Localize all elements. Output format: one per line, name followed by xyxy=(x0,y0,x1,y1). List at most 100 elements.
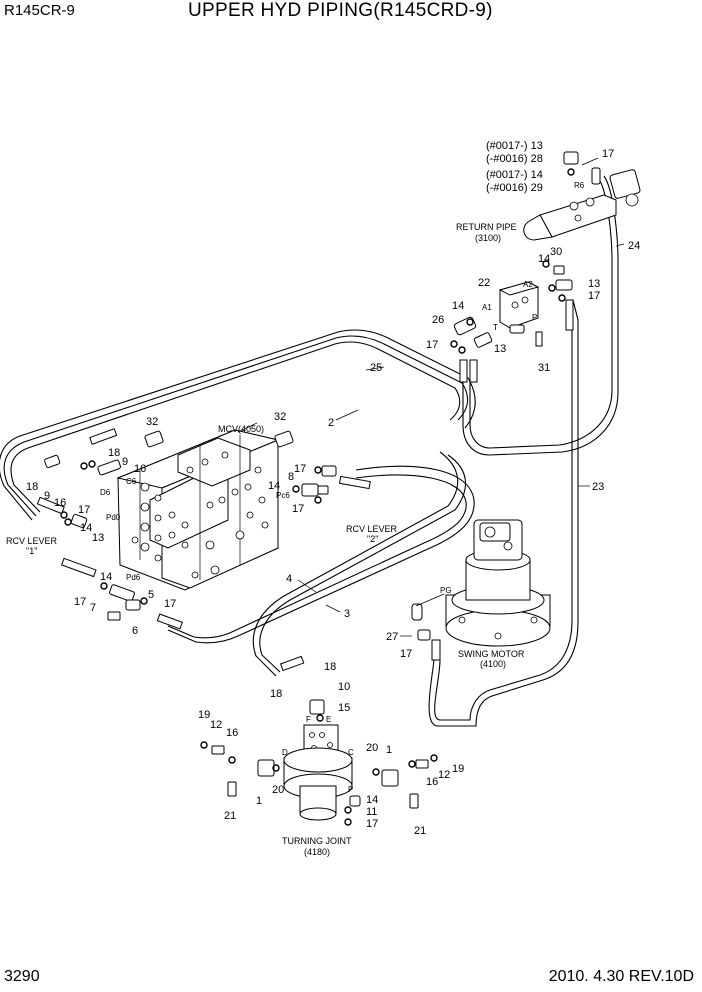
pipe-loop-25-2 xyxy=(0,329,476,521)
callout: 18 xyxy=(108,447,120,459)
callout: 21 xyxy=(224,810,236,822)
callout: 19 xyxy=(452,763,464,775)
revision-date: 2010. 4.30 REV.10D xyxy=(548,968,694,985)
brake-valve-22 xyxy=(450,260,573,354)
pipe-23 xyxy=(428,299,579,727)
callout: 17 xyxy=(74,596,86,608)
return-pipe xyxy=(523,151,641,241)
port-c: C xyxy=(348,748,354,757)
port-pc6: Pc6 xyxy=(276,491,290,500)
port-a2: A2 xyxy=(523,280,533,289)
serial-note-13: (#0017-) 13 xyxy=(486,140,543,152)
callout: 9 xyxy=(122,456,128,468)
hose-segments xyxy=(36,167,601,672)
callout: 16 xyxy=(226,727,238,739)
callout: 17 xyxy=(78,504,90,516)
callout: 32 xyxy=(146,416,158,428)
page-title: UPPER HYD PIPING(R145CRD-9) xyxy=(188,0,493,21)
callout: 2 xyxy=(328,417,334,429)
swing-motor-code: (4100) xyxy=(480,659,506,669)
callout: 27 xyxy=(386,631,398,643)
callout: 17 xyxy=(426,339,438,351)
turning-joint-label: TURNING JOINT xyxy=(282,836,352,846)
callout: 20 xyxy=(366,742,378,754)
callout: 18 xyxy=(324,661,336,673)
callout: 14 xyxy=(366,794,378,806)
port-d6: D6 xyxy=(100,488,111,497)
port-a1: A1 xyxy=(482,303,492,312)
rcv-lever-2-label: RCV LEVER xyxy=(346,524,398,534)
callout: 15 xyxy=(338,702,350,714)
port-pd0: Pd0 xyxy=(106,513,121,522)
callout: 11 xyxy=(366,806,377,818)
return-pipe-label: RETURN PIPE xyxy=(456,222,517,232)
callout: 13 xyxy=(92,532,104,544)
turning-joint-code: (4180) xyxy=(304,847,330,857)
page-number: 3290 xyxy=(4,968,40,985)
mcv-fittings xyxy=(44,430,337,621)
port-pd6: Pd6 xyxy=(126,573,141,582)
return-pipe-code: (3100) xyxy=(475,233,501,243)
callout: 1 xyxy=(386,744,392,756)
callout: 14 xyxy=(268,480,280,492)
callout: 18 xyxy=(26,481,38,493)
callout: 23 xyxy=(592,481,604,493)
callout: 30 xyxy=(550,246,562,258)
callout: 21 xyxy=(414,825,426,837)
callout: 12 xyxy=(210,719,222,731)
callout: 17 xyxy=(602,148,614,160)
swing-motor xyxy=(411,519,551,647)
rcv-lever-1-num: "1" xyxy=(26,546,37,556)
callout: 26 xyxy=(432,314,444,326)
callout: 12 xyxy=(438,769,450,781)
model-code: R145CR-9 xyxy=(4,2,75,19)
callout: 14 xyxy=(80,522,92,534)
callout: 20 xyxy=(272,784,284,796)
callout: 4 xyxy=(286,573,292,585)
callout: 8 xyxy=(288,471,294,483)
port-r6: R6 xyxy=(574,181,585,190)
port-t: T xyxy=(493,323,498,332)
rcv-lever-1-label: RCV LEVER xyxy=(6,536,58,546)
callout: 9 xyxy=(44,490,50,502)
serial-note-28: (-#0016) 28 xyxy=(486,153,543,165)
callout: 24 xyxy=(628,240,640,252)
callout: 14 xyxy=(452,300,464,312)
callout: 32 xyxy=(274,411,286,423)
port-d: D xyxy=(282,748,288,757)
callout: 14 xyxy=(100,571,112,583)
callout: 18 xyxy=(270,688,282,700)
callout: 22 xyxy=(478,277,490,289)
port-pg: PG xyxy=(440,586,452,595)
callout: 5 xyxy=(148,589,154,601)
callout: 31 xyxy=(538,362,550,374)
port-f: F xyxy=(306,715,311,724)
callout: 3 xyxy=(344,608,350,620)
serial-note-29: (-#0016) 29 xyxy=(486,182,543,194)
mcv-label: MCV(4050) xyxy=(218,424,264,434)
callout: 17 xyxy=(292,503,304,515)
port-e: E xyxy=(326,715,331,724)
callout: 13 xyxy=(494,343,506,355)
callout: 6 xyxy=(132,625,138,637)
callout: 1 xyxy=(256,795,262,807)
callout: 16 xyxy=(426,776,438,788)
callout: 16 xyxy=(134,463,146,475)
callout: 17 xyxy=(366,818,378,830)
port-p2: P xyxy=(348,785,353,794)
callout: 13 xyxy=(588,278,600,290)
callout: 25 xyxy=(370,362,382,374)
serial-note-14: (#0017-) 14 xyxy=(486,169,543,181)
port-c6: C6 xyxy=(126,477,137,486)
callout: 10 xyxy=(338,681,350,693)
mcv-block xyxy=(116,429,280,591)
callout: 17 xyxy=(400,648,412,660)
swing-motor-label: SWING MOTOR xyxy=(458,649,525,659)
callout: 17 xyxy=(164,598,176,610)
rcv-lever-2-num: "2" xyxy=(367,534,378,544)
callout: 17 xyxy=(294,463,306,475)
callout: 14 xyxy=(538,253,550,265)
callout: 7 xyxy=(90,602,96,614)
pipe-loop-4-3 xyxy=(167,451,475,677)
